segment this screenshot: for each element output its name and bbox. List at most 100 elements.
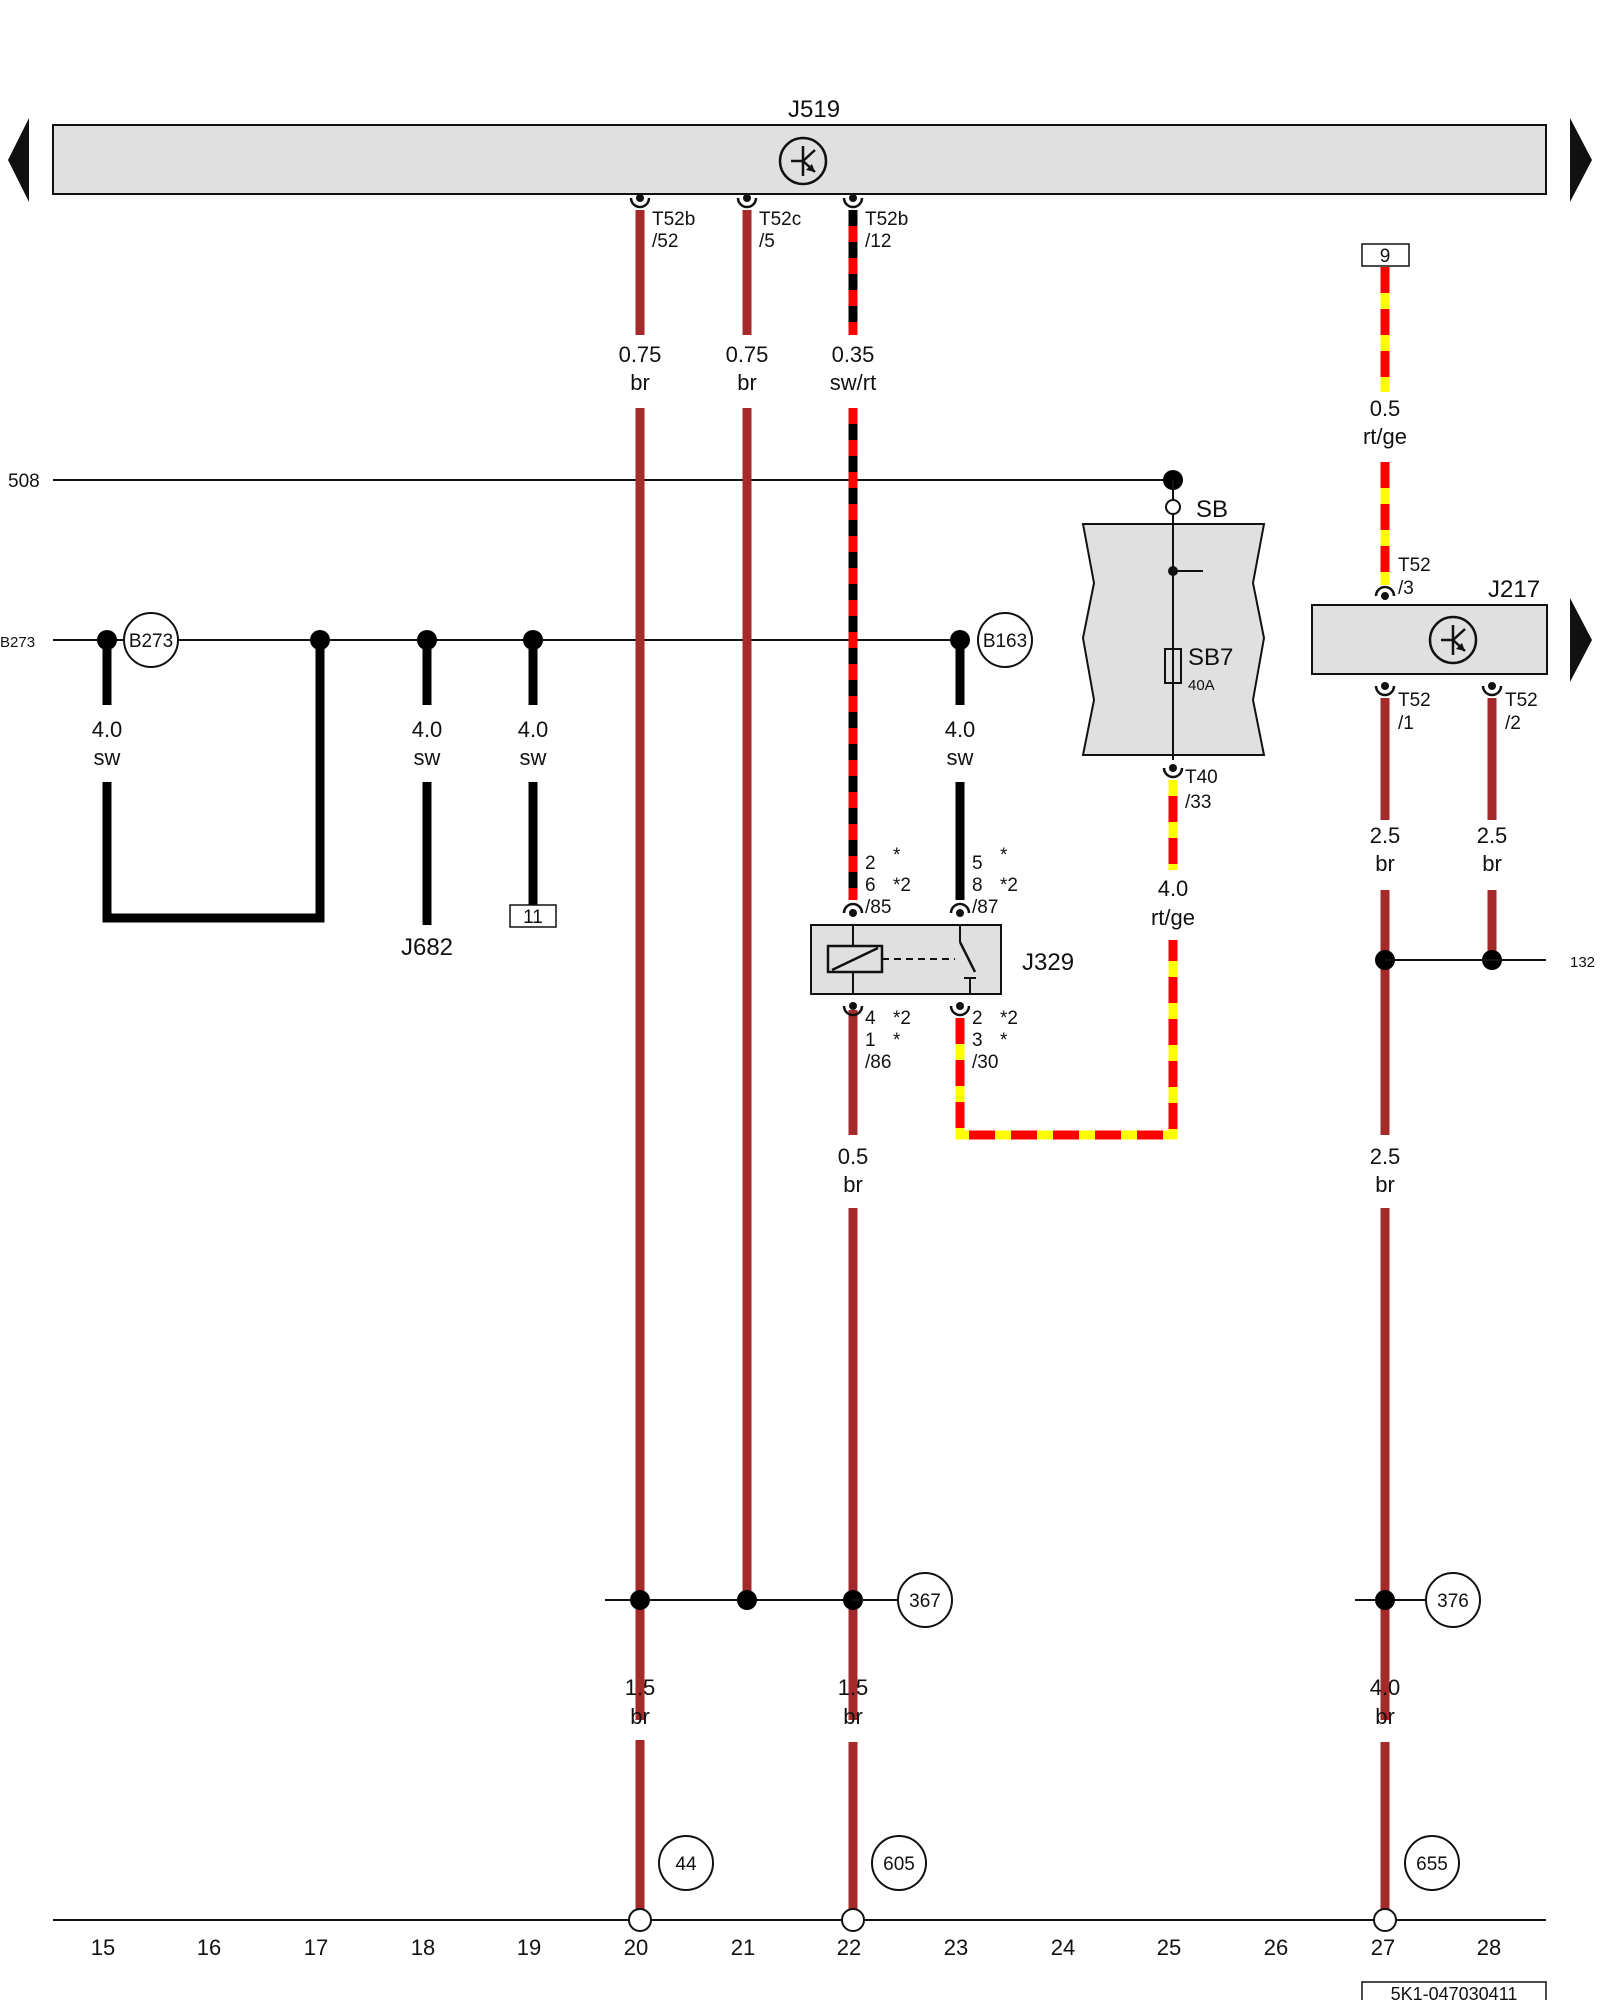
wire-color: br	[843, 1172, 863, 1197]
ground-376: 376	[1355, 1572, 1481, 1628]
j329-label: J329	[1022, 949, 1074, 976]
j519-control-unit: J519	[8, 96, 1592, 202]
terminal-circle	[841, 1908, 865, 1932]
junction-dot	[1375, 1590, 1395, 1610]
reference-box-11	[509, 904, 557, 928]
marker-b273: B273	[123, 612, 179, 668]
column-number: 28	[1477, 1935, 1501, 1960]
wire-color: sw/rt	[830, 370, 876, 395]
wire-color: br	[843, 1704, 863, 1729]
j682-label: J682	[401, 934, 453, 961]
column-number: 24	[1051, 1935, 1075, 1960]
electronic-unit-icon	[1428, 615, 1478, 665]
column-number: 15	[91, 1935, 115, 1960]
column-number: 27	[1371, 1935, 1395, 1960]
connector-pin: 5	[972, 853, 983, 874]
wire-col15-loop: 4.0 sw	[92, 630, 330, 923]
sb7-label: SB7	[1188, 644, 1233, 671]
j217-label: J217	[1488, 576, 1540, 603]
connector-pin: 3	[972, 1030, 983, 1051]
svg-text:9: 9	[1380, 246, 1391, 267]
terminal-circle	[628, 1908, 652, 1932]
document-id: 5K1-047030411	[1361, 1981, 1547, 2000]
column-number: 25	[1157, 1935, 1181, 1960]
connector-pin: 4	[865, 1008, 876, 1029]
wire-col20: T52b /52 0.75 br 1.5 br	[619, 194, 695, 1930]
connector-pin: T52b	[865, 209, 908, 230]
wire-gauge: 0.5	[838, 1144, 869, 1169]
wire-color: sw	[947, 745, 974, 770]
wire-col23: 4.0 sw	[945, 630, 975, 900]
column-number: 16	[197, 1935, 221, 1960]
junction-dot	[417, 630, 437, 650]
wire-gauge: 0.75	[726, 342, 769, 367]
junction-dot	[737, 1590, 757, 1610]
column-number: 21	[731, 1935, 755, 1960]
wire-color: br	[630, 370, 650, 395]
column-number: 20	[624, 1935, 648, 1960]
connector-pin: /12	[865, 231, 891, 252]
connector-pin: 6	[865, 875, 876, 896]
wire-gauge: 4.0	[92, 717, 123, 742]
svg-text:11: 11	[523, 907, 543, 928]
wire-col18: 4.0 sw J682	[401, 630, 453, 961]
connector-pin: /3	[1398, 578, 1414, 599]
wire-color: br	[1375, 1704, 1395, 1729]
left-arrow-icon	[8, 118, 29, 202]
connector-pin: /33	[1185, 792, 1211, 813]
connector-pin: /2	[1505, 713, 1521, 734]
wire-color: rt/ge	[1363, 424, 1407, 449]
svg-text:655: 655	[1416, 1854, 1448, 1875]
wire-gauge: 1.5	[838, 1675, 869, 1700]
marker-b163: B163	[977, 612, 1033, 668]
connector-pin: T40	[1185, 767, 1218, 788]
wire-gauge: 4.0	[518, 717, 549, 742]
bus-b273: B273	[0, 634, 960, 651]
column-number: 19	[517, 1935, 541, 1960]
connector-pin: *	[1000, 845, 1008, 866]
junction-dot	[630, 1590, 650, 1610]
wire-color: br	[1482, 851, 1502, 876]
connector-pin: /86	[865, 1052, 891, 1073]
svg-text:605: 605	[883, 1854, 915, 1875]
marker-44: 44	[658, 1835, 714, 1891]
wire-gauge: 4.0	[412, 717, 443, 742]
wire-col21: T52c /5 0.75 br	[726, 194, 801, 1600]
electronic-unit-icon	[778, 136, 828, 186]
wire-color: br	[737, 370, 757, 395]
column-number: 18	[411, 1935, 435, 1960]
connector-pin: 8	[972, 875, 983, 896]
j519-label: J519	[788, 96, 840, 123]
sb-label: SB	[1196, 496, 1228, 523]
connector-pin: T52	[1398, 690, 1431, 711]
connector-pin: 2	[972, 1008, 983, 1029]
wire-col27: 2.5 br 2.5 br 4.0 br	[1370, 698, 1401, 1930]
connector-pin: *2	[1000, 1008, 1018, 1029]
connector-pin: /52	[652, 231, 678, 252]
connector-pin: *	[1000, 1030, 1008, 1051]
wire-col27-top: 9 0.5 rt/ge T52 /3	[1361, 243, 1431, 600]
right-arrow-icon	[1570, 598, 1592, 682]
ground-367: 367	[605, 1572, 953, 1628]
bus-b273-label: B273	[0, 634, 35, 651]
wire-col25: 4.0 rt/ge	[955, 780, 1195, 1140]
junction-dot	[310, 630, 330, 650]
marker-605: 605	[871, 1835, 927, 1891]
wire-gauge: 2.5	[1370, 823, 1401, 848]
wire-gauge: 4.0	[1158, 876, 1189, 901]
terminal-circle	[1373, 1908, 1397, 1932]
svg-text:B163: B163	[983, 631, 1027, 652]
wire-col28: 132 2.5 br	[1385, 698, 1595, 971]
connector-pin: T52	[1505, 690, 1538, 711]
wire-color: rt/ge	[1151, 905, 1195, 930]
column-number: 17	[304, 1935, 328, 1960]
connector-pin: *2	[893, 875, 911, 896]
wire-gauge: 0.35	[832, 342, 875, 367]
junction-dot	[950, 630, 970, 650]
column-numbers: 15 16 17 18 19 20 21 22 23 24 25 26 27 2…	[91, 1935, 1501, 1960]
connector-pin: *	[893, 845, 901, 866]
junction-dot	[523, 630, 543, 650]
sb-fuse-box: SB SB7 40A T40 /33	[1081, 470, 1266, 813]
relay-contact-icon	[958, 925, 977, 994]
